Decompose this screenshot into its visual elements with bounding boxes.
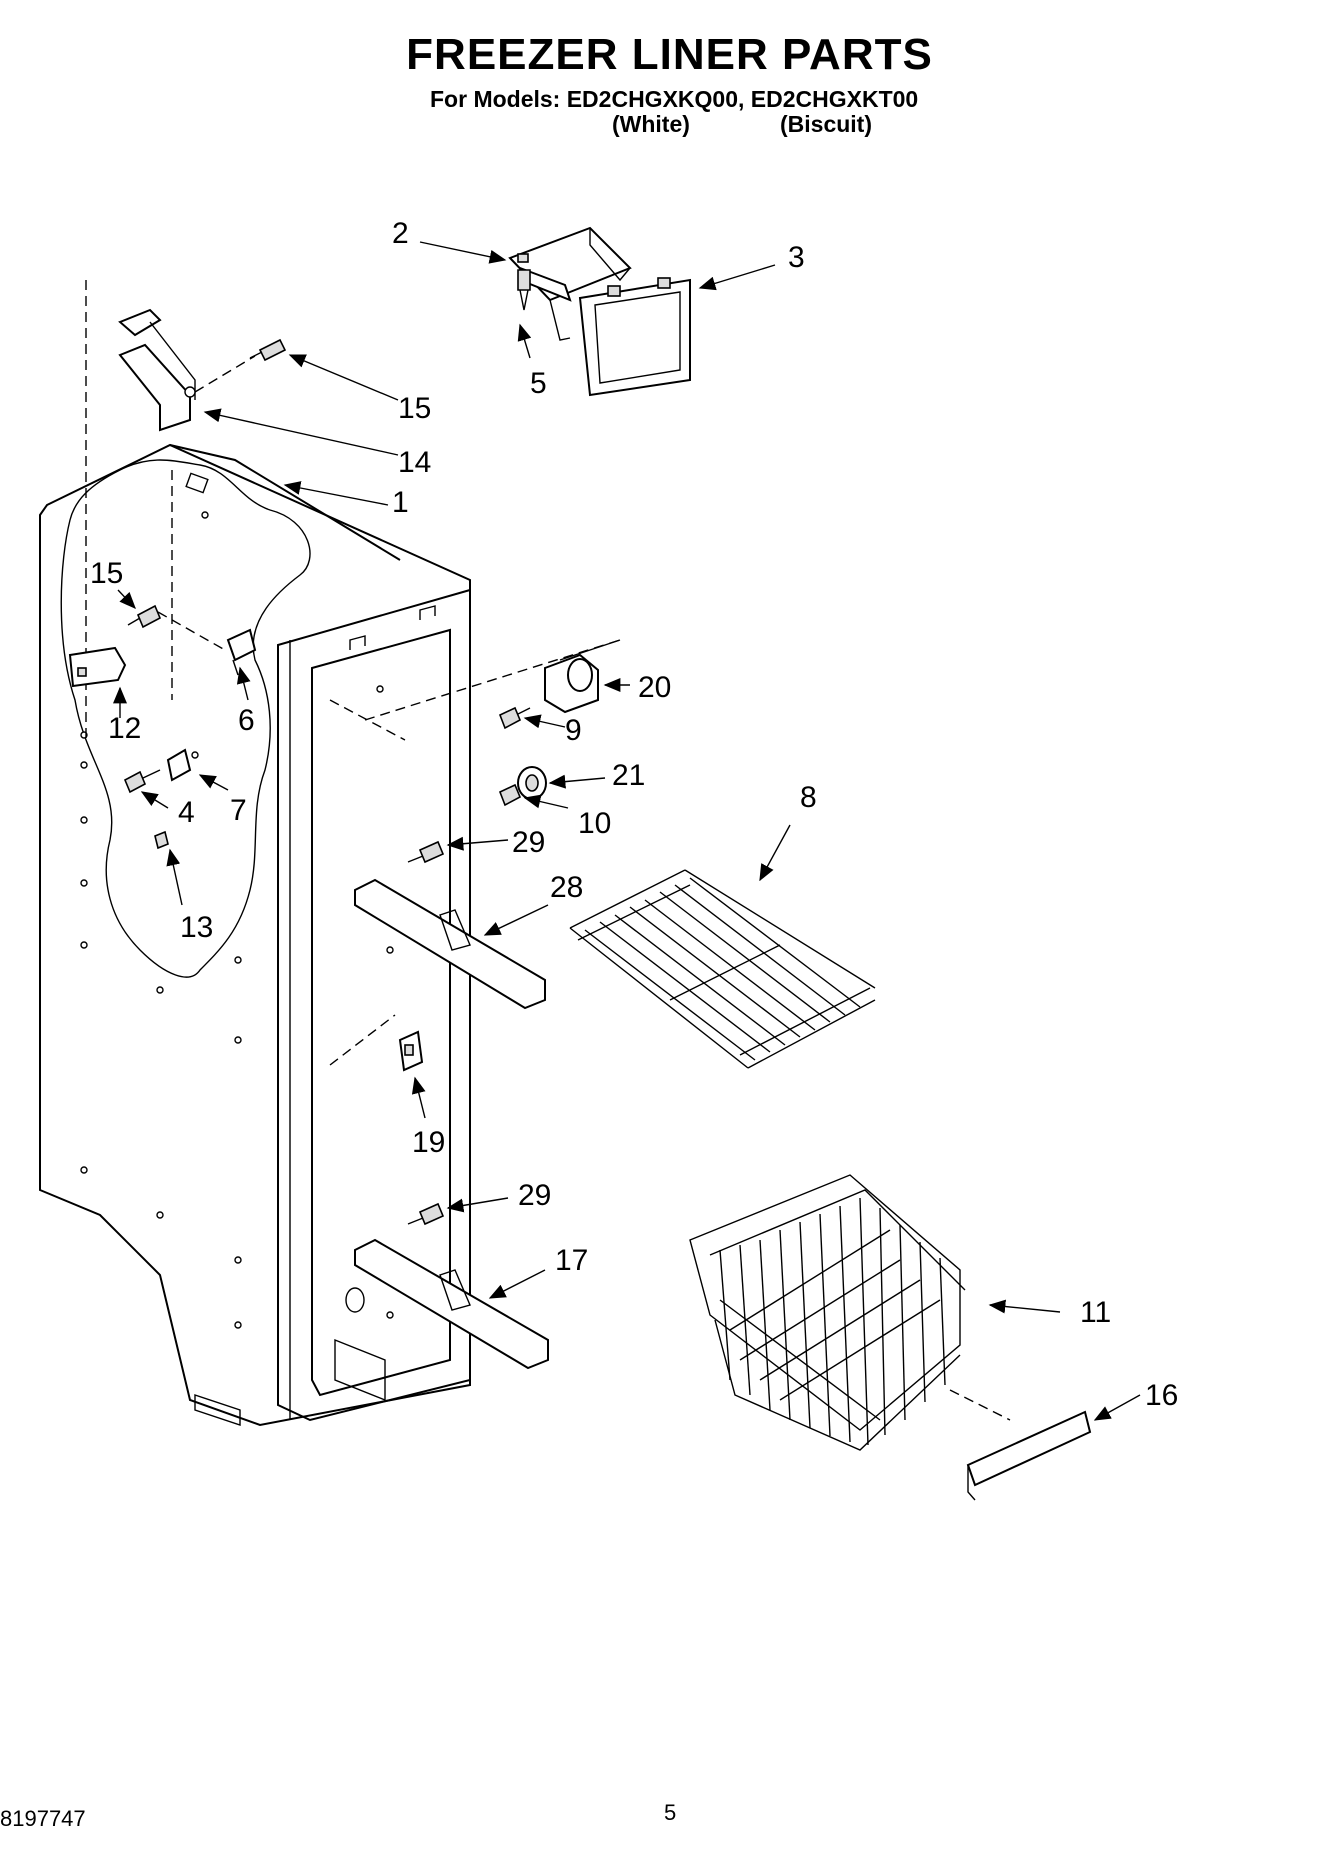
part-28-rail [354, 878, 546, 1010]
part-3-panel [578, 277, 691, 397]
callout-8: 8 [800, 781, 817, 814]
variant-white: (White) [612, 111, 690, 137]
callout-20: 20 [638, 671, 671, 704]
part-16-trim [966, 1410, 1092, 1501]
callout-7: 7 [230, 794, 247, 827]
callout-11: 11 [1080, 1296, 1111, 1329]
variant-biscuit: (Biscuit) [780, 111, 872, 137]
callout-17: 17 [555, 1244, 588, 1277]
part-17-rail [354, 1238, 549, 1370]
part-4-screw [123, 769, 161, 794]
part-9-screw [498, 706, 531, 730]
part-5-screw [517, 269, 531, 311]
part-29-screw-lower [407, 1202, 445, 1226]
part-19-clip [398, 1030, 424, 1072]
part-15-screw-top [194, 338, 287, 393]
part-10-screw [498, 783, 522, 807]
callout-1: 1 [392, 486, 409, 519]
callout-21: 21 [612, 759, 645, 792]
callout-14: 14 [398, 446, 431, 479]
callout-12: 12 [108, 712, 141, 745]
part-7-bracket [166, 748, 199, 782]
part-11-wire-basket [689, 1174, 1011, 1451]
callout-15-top: 15 [398, 392, 431, 425]
document-number: 8197747 [0, 1806, 86, 1831]
callout-6: 6 [238, 704, 255, 737]
callout-4: 4 [178, 796, 195, 829]
models-line: For Models: ED2CHGXKQ00, ED2CHGXKT00 [430, 86, 919, 112]
part-6-clip [226, 628, 257, 676]
part-13-screw [154, 830, 169, 850]
part-8-wire-shelf [569, 869, 876, 1069]
page-number: 5 [664, 1800, 677, 1825]
part-20-mount [544, 639, 621, 714]
callout-29-lower: 29 [518, 1179, 551, 1212]
callout-28: 28 [550, 871, 583, 904]
part-29-screw-upper [407, 840, 445, 864]
callout-13: 13 [180, 911, 213, 944]
callout-10: 10 [578, 807, 611, 840]
callout-2: 2 [392, 217, 409, 250]
callout-29-upper: 29 [512, 826, 545, 859]
callout-15-side: 15 [90, 557, 123, 590]
callout-labels: 2 3 5 15 14 1 15 12 6 7 4 13 20 9 21 10 … [90, 217, 1178, 1412]
part-21-cap [517, 766, 547, 800]
freezer-liner [39, 280, 621, 1427]
part-2-bracket [508, 226, 632, 341]
callout-3: 3 [788, 241, 805, 274]
liner-holes [80, 511, 394, 1329]
part-15-screw-side [127, 604, 226, 651]
callout-16: 16 [1145, 1379, 1178, 1412]
part-12-clip [68, 646, 127, 688]
callout-5: 5 [530, 367, 547, 400]
callout-19: 19 [412, 1126, 445, 1159]
page-title: FREEZER LINER PARTS [406, 30, 933, 79]
callout-9: 9 [565, 714, 582, 747]
leader-lines [113, 241, 1141, 1421]
part-14-bracket [118, 308, 196, 432]
